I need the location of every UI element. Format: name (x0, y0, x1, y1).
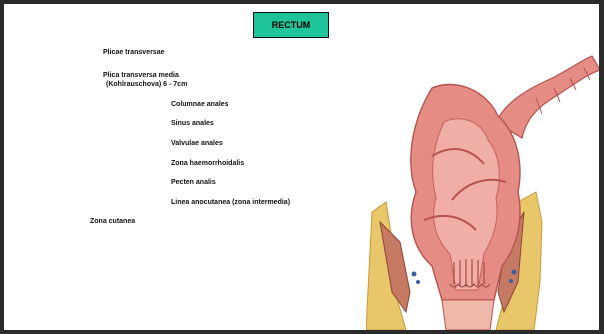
label-zona-haemorrhoidalis: Zona haemorrhoidalis (171, 160, 244, 168)
label-plicae-transversae: Plicae transversae (103, 49, 165, 57)
rectum-anatomy-illustration (366, 52, 599, 330)
vessel-dot (412, 272, 417, 277)
vessel-dot (509, 279, 513, 283)
label-valvulae-anales: Valvulae anales (171, 140, 223, 148)
label-linea-anocutanea: Linea anocutanea (zona intermedia) (171, 199, 290, 207)
label-zona-cutanea: Zona cutanea (90, 218, 135, 226)
slide: RECTUM Plicae transversae Plica transver… (4, 4, 599, 330)
sigmoid-colon (496, 56, 599, 138)
vessel-dot (512, 270, 517, 275)
vessel-dot (416, 280, 420, 284)
label-plica-media-line1: Plica transversa media (103, 72, 179, 80)
label-sinus-anales: Sinus anales (171, 120, 214, 128)
slide-title: RECTUM (253, 12, 329, 38)
label-pecten-analis: Pecten analis (171, 179, 216, 187)
label-columnae-anales: Columnae anales (171, 101, 229, 109)
label-plica-media-line2: (Kohlrauschova) 6 - 7cm (106, 81, 187, 89)
anal-canal (442, 300, 494, 330)
